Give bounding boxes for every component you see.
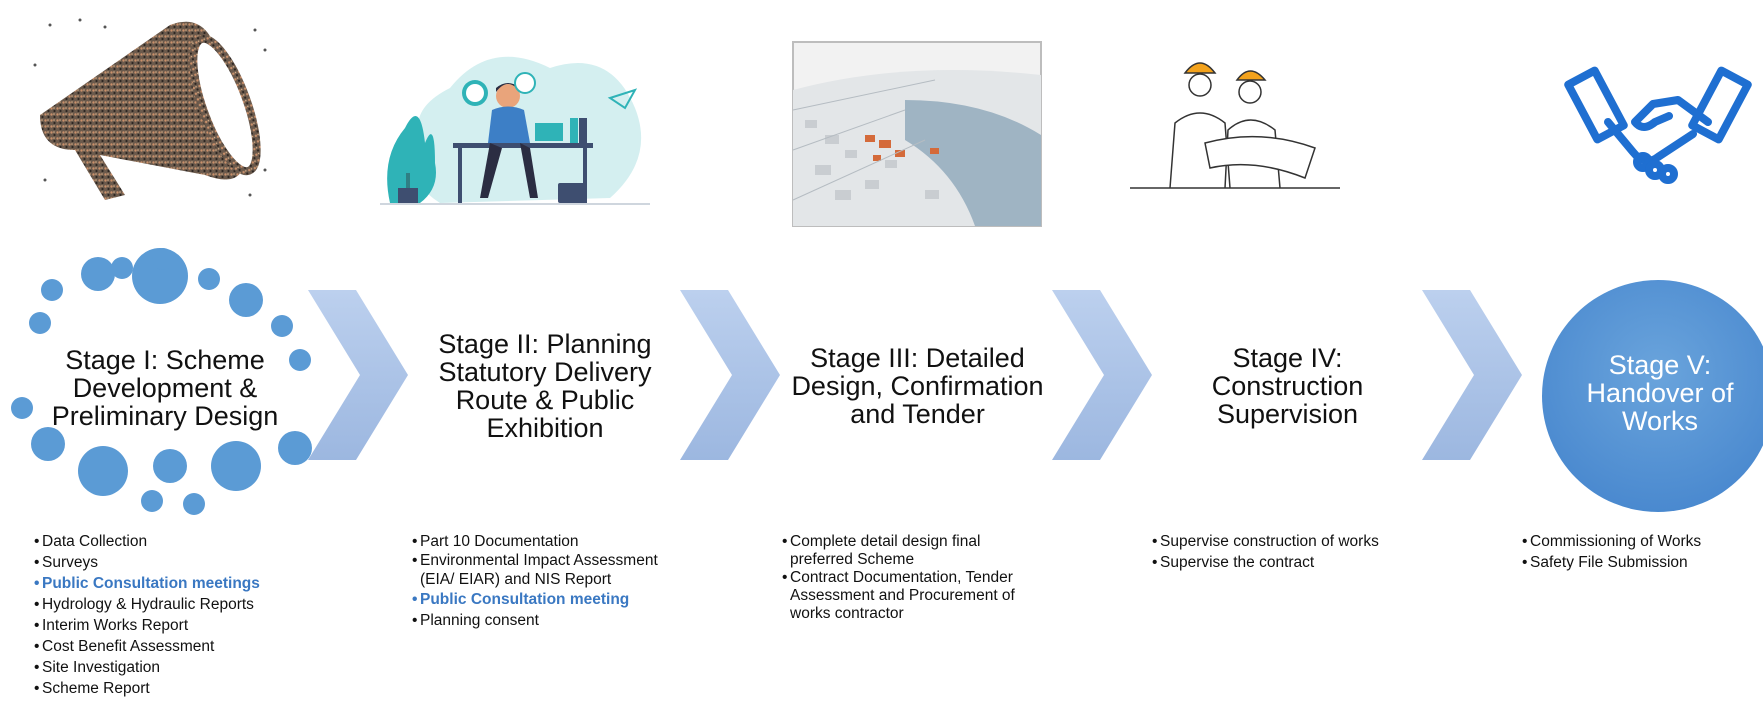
list-item: Surveys bbox=[34, 552, 334, 573]
stage2-title: Stage II: Planning Statutory Delivery Ro… bbox=[438, 329, 652, 443]
list-item: Safety File Submission bbox=[1522, 552, 1752, 573]
chevron-arrow-2 bbox=[680, 290, 780, 460]
list-item: Part 10 Documentation bbox=[412, 531, 672, 552]
aerial-town-model-image bbox=[792, 41, 1042, 227]
list-item-highlight: Public Consultation meetings bbox=[34, 573, 334, 594]
list-item: Scheme Report bbox=[34, 678, 334, 699]
list-item: Supervise construction of works bbox=[1152, 531, 1442, 552]
stage1-bullet-list: Data Collection Surveys Public Consultat… bbox=[34, 531, 334, 699]
crowd-megaphone-image bbox=[33, 18, 267, 201]
engineers-with-plans-image bbox=[1130, 62, 1340, 189]
stage1-title: Stage I: Scheme Development & Preliminar… bbox=[51, 345, 279, 431]
stage4-bullet-list: Supervise construction of works Supervis… bbox=[1152, 531, 1442, 573]
list-item: Data Collection bbox=[34, 531, 334, 552]
chevron-arrow-4 bbox=[1422, 290, 1522, 460]
list-item: Site Investigation bbox=[34, 657, 334, 678]
stage3-bullet-list: Complete detail design final preferred S… bbox=[782, 533, 1022, 623]
list-item: Cost Benefit Assessment bbox=[34, 636, 334, 657]
list-item: Hydrology & Hydraulic Reports bbox=[34, 594, 334, 615]
list-item: Interim Works Report bbox=[34, 615, 334, 636]
list-item: Supervise the contract bbox=[1152, 552, 1442, 573]
list-item: Planning consent bbox=[412, 610, 672, 631]
stage5-title: Stage V: Handover of Works bbox=[1586, 350, 1734, 436]
stage3-title: Stage III: Detailed Design, Confirmation… bbox=[791, 343, 1044, 429]
handshake-icon bbox=[1564, 66, 1752, 184]
list-item: Contract Documentation, Tender Assessmen… bbox=[782, 569, 1022, 623]
chevron-arrow-3 bbox=[1052, 290, 1152, 460]
list-item-highlight: Public Consultation meeting bbox=[412, 589, 672, 610]
chevron-arrow-1 bbox=[308, 290, 408, 460]
stage1-circle-cluster bbox=[11, 248, 312, 515]
stage4-title: Stage IV: Construction Supervision bbox=[1211, 343, 1364, 429]
stage5-bullet-list: Commissioning of Works Safety File Submi… bbox=[1522, 531, 1752, 573]
list-item: Complete detail design final preferred S… bbox=[782, 533, 1022, 569]
list-item: Commissioning of Works bbox=[1522, 531, 1752, 552]
stage2-bullet-list: Part 10 Documentation Environmental Impa… bbox=[412, 531, 672, 631]
list-item: Environmental Impact Assessment (EIA/ EI… bbox=[412, 552, 672, 589]
stage5-circle bbox=[1542, 280, 1763, 512]
person-at-desk-image bbox=[380, 56, 650, 205]
